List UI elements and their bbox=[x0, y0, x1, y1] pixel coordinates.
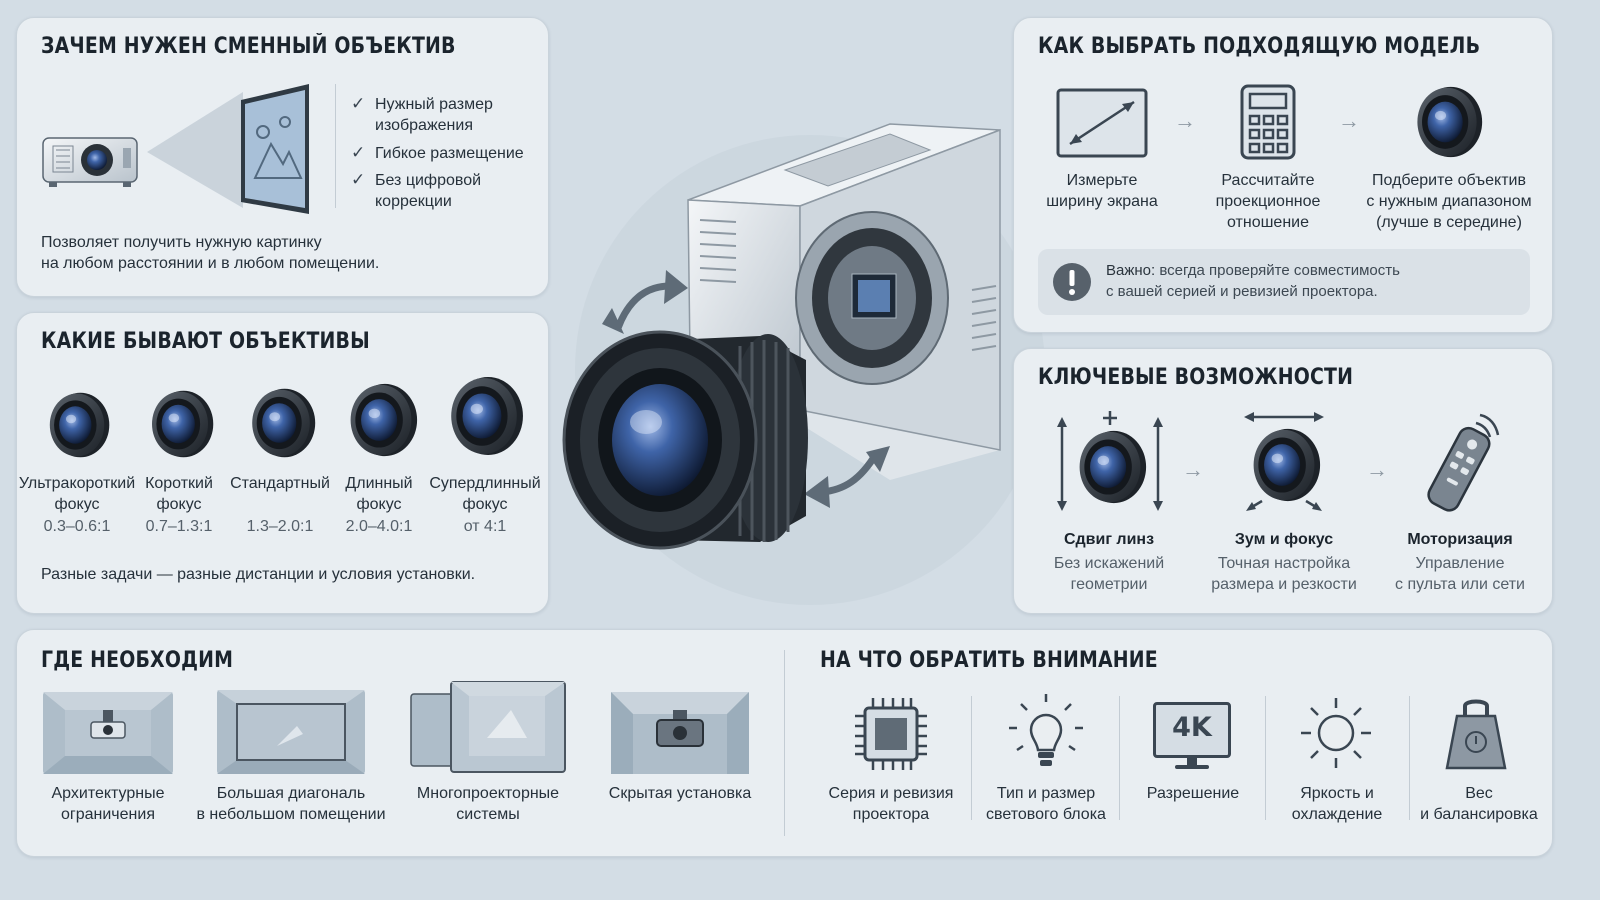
lens-ultrashort-icon bbox=[49, 392, 110, 458]
lens-shift-icon bbox=[1057, 411, 1163, 511]
divider bbox=[1265, 696, 1266, 820]
choose-title: КАК ВЫБРАТЬ ПОДХОДЯЩУЮ МОДЕЛЬ bbox=[1038, 34, 1481, 59]
check-icon: ✓ bbox=[351, 170, 366, 189]
lens-type-name: Супердлинный фокус bbox=[429, 475, 541, 513]
zoom-focus-icon bbox=[1244, 412, 1324, 511]
why-check-3: Без цифровой коррекции bbox=[375, 172, 482, 210]
attention-item: Серия и ревизия проектора bbox=[828, 785, 954, 823]
attention-item: Разрешение bbox=[1146, 785, 1240, 802]
choose-step-2: Рассчитайте проекционное отношение bbox=[1215, 172, 1321, 231]
attention-item: Вес и балансировка bbox=[1420, 785, 1538, 823]
types-note: Разные задачи — разные дистанции и услов… bbox=[41, 566, 476, 583]
warning-box: Важно: всегда проверяйте совместимость с… bbox=[1038, 249, 1530, 315]
arrow-right-icon: → bbox=[1182, 457, 1204, 482]
divider bbox=[1409, 696, 1410, 820]
divider bbox=[784, 650, 785, 836]
screen-width-icon bbox=[1056, 88, 1148, 158]
warning-label: Важно: bbox=[1106, 262, 1156, 279]
lens-type-ratio: 2.0–4.0:1 bbox=[345, 518, 413, 535]
badge-4k: 4K bbox=[1172, 712, 1212, 743]
lens-type-name: Стандартный bbox=[230, 475, 330, 492]
monitor-4k-icon: 4K bbox=[1153, 702, 1231, 772]
divider bbox=[971, 696, 972, 820]
where-item: Многопроекторные системы bbox=[416, 785, 560, 823]
where-item: Архитектурные ограничения bbox=[51, 785, 165, 823]
check-icon: ✓ bbox=[351, 143, 366, 162]
feature-desc: Управление с пульта или сети bbox=[1395, 555, 1525, 593]
choose-card: КАК ВЫБРАТЬ ПОДХОДЯЩУЮ МОДЕЛЬ → → Измерь… bbox=[1013, 17, 1553, 333]
lens-short-icon bbox=[152, 390, 214, 458]
why-description: Позволяет получить нужную картинку на лю… bbox=[41, 234, 380, 272]
features-title: КЛЮЧЕВЫЕ ВОЗМОЖНОСТИ bbox=[1038, 365, 1354, 390]
why-card: ЗАЧЕМ НУЖЕН СМЕННЫЙ ОБЪЕКТИВ ✓ Нужный ра… bbox=[16, 17, 549, 297]
lens-type-ratio: от 4:1 bbox=[463, 518, 507, 535]
why-check-1: Нужный размер изображения bbox=[375, 96, 493, 134]
why-check-2: Гибкое размещение bbox=[375, 145, 524, 162]
attention-item: Яркость и охлаждение bbox=[1291, 785, 1383, 823]
lens-type-ratio: 1.3–2.0:1 bbox=[246, 518, 314, 535]
lens-type-name: Ультракороткий фокус bbox=[18, 475, 136, 513]
sun-brightness-icon bbox=[1301, 698, 1371, 768]
lens-type-ratio: 0.7–1.3:1 bbox=[145, 518, 213, 535]
feature-desc: Точная настройка размера и резкости bbox=[1211, 555, 1357, 593]
lens-type-name: Короткий фокус bbox=[145, 475, 213, 513]
calculator-icon bbox=[1240, 84, 1296, 160]
feature-name: Сдвиг линз bbox=[1063, 531, 1155, 548]
large-screen-room-icon bbox=[217, 690, 365, 774]
feature-name: Зум и фокус bbox=[1234, 531, 1334, 548]
arrow-right-icon: → bbox=[1338, 108, 1360, 133]
features-card: КЛЮЧЕВЫЕ ВОЗМОЖНОСТИ → → Сдвиг линз Без … bbox=[1013, 348, 1553, 614]
check-icon: ✓ bbox=[351, 94, 366, 113]
choose-step-1: Измерьте ширину экрана bbox=[1046, 172, 1158, 210]
bottom-card: ГДЕ НЕОБХОДИМ Архитектурные ограничения … bbox=[16, 629, 1553, 857]
lens-long-icon bbox=[350, 383, 418, 457]
weight-icon bbox=[1445, 699, 1507, 770]
lens-select-icon bbox=[1417, 86, 1483, 158]
light-bulb-icon bbox=[1009, 694, 1083, 766]
attention-item: Тип и размер светового блока bbox=[986, 785, 1106, 823]
multi-projector-icon bbox=[410, 681, 566, 773]
remote-control-icon bbox=[1427, 413, 1500, 512]
warning-icon bbox=[1053, 263, 1091, 301]
arrow-right-icon: → bbox=[1174, 108, 1196, 133]
warning-text: всегда проверяйте совместимость с вашей … bbox=[1106, 262, 1400, 300]
divider bbox=[335, 84, 336, 208]
lens-type-name: Длинный фокус bbox=[345, 475, 413, 513]
why-title: ЗАЧЕМ НУЖЕН СМЕННЫЙ ОБЪЕКТИВ bbox=[41, 34, 456, 59]
choose-step-3: Подберите объектив с нужным диапазоном (… bbox=[1366, 172, 1532, 231]
where-title: ГДЕ НЕОБХОДИМ bbox=[41, 648, 234, 673]
feature-name: Моторизация bbox=[1407, 531, 1513, 548]
where-item: Большая диагональ в небольшом помещении bbox=[196, 785, 386, 823]
divider bbox=[1119, 696, 1120, 820]
types-title: КАКИЕ БЫВАЮТ ОБЪЕКТИВЫ bbox=[41, 329, 370, 354]
chip-icon bbox=[855, 698, 927, 770]
lens-superlong-icon bbox=[451, 377, 523, 455]
lens-type-ratio: 0.3–0.6:1 bbox=[43, 518, 111, 535]
architecture-room-icon bbox=[43, 692, 173, 774]
projector-lens-illustration bbox=[562, 123, 1045, 605]
types-card: КАКИЕ БЫВАЮТ ОБЪЕКТИВЫ Ультракороткий фо… bbox=[16, 312, 549, 614]
hidden-install-icon bbox=[611, 692, 749, 774]
attention-title: НА ЧТО ОБРАТИТЬ ВНИМАНИЕ bbox=[820, 648, 1158, 673]
projector-screen-illustration bbox=[42, 84, 309, 214]
feature-desc: Без искажений геометрии bbox=[1053, 555, 1165, 593]
where-item: Скрытая установка bbox=[608, 785, 752, 802]
lens-standard-icon bbox=[252, 388, 316, 458]
arrow-right-icon: → bbox=[1366, 457, 1388, 482]
